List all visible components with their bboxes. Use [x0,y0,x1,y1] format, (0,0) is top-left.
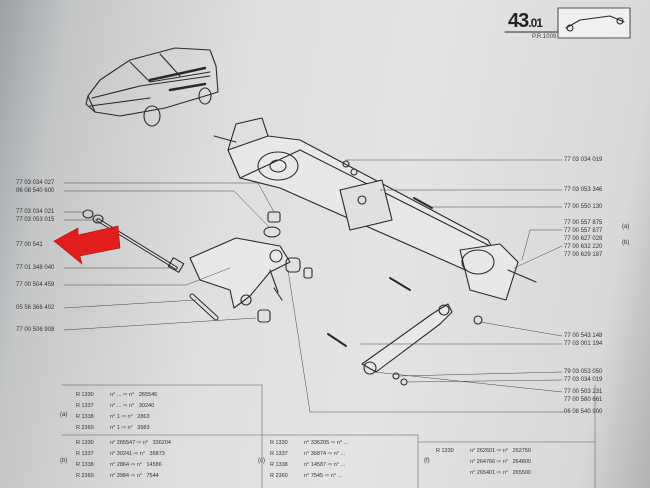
group-mark: (b) [622,240,630,246]
part-number-label: 77 03 034 019 [564,157,603,163]
group-mark: (b) [60,458,68,464]
part-number-label: 06 08 540 600 [16,188,55,194]
table-row: n° 264766 ⇨ n° 264800 [470,459,531,465]
part-number-label: 06 08 540 900 [564,409,603,415]
part-number-label: 79 03 053 050 [564,369,603,375]
rear-axle-beam [213,117,537,301]
group-mark: (f) [424,458,430,464]
trailing-arm [189,237,313,309]
table-row: n° 265401 ⇨ n° 265500 [470,470,531,476]
part-number-label: 77 00 627 028 [564,236,603,242]
part-number-label: 77 00 543 148 [564,333,603,339]
part-number-label: 77 00 557 875 [564,220,603,226]
part-number-label: 77 00 632 220 [564,244,603,250]
part-number-label: 77 03 001 194 [564,341,603,347]
part-number-label: 77 03 053 346 [564,187,603,193]
part-number-label: 77 00 580 661 [564,397,603,403]
part-number-label: 77 03 053 015 [16,217,55,223]
page-number: 43.01 [508,10,543,32]
group-mark: (a) [622,224,630,230]
group-mark: (a) [60,412,68,418]
panhard-rod [361,303,453,375]
part-number-label: 77 01 348 040 [16,265,55,271]
part-number-label: 77 00 506 908 [16,327,55,333]
part-number-label: 77 03 034 027 [16,180,55,186]
part-number-label: 77 00 503 231 [564,389,603,395]
part-number-label: 05 56 366 402 [16,305,55,311]
part-number-label: 77 00 629 187 [564,252,603,258]
car-illustration-icon [85,47,219,127]
red-arrow-icon [53,225,121,265]
part-number-label: 77 03 034 021 [16,209,55,215]
part-number-label: 77 00 541 [16,242,43,248]
part-number-label: 77 03 034 019 [564,377,603,383]
group-mark: (c) [258,458,265,464]
part-number-label: 77 00 504 459 [16,282,55,288]
page-reference: P.R.1009 [532,34,557,40]
part-number-label: 77 00 550 130 [564,204,603,210]
part-number-label: 77 00 557 877 [564,228,603,234]
